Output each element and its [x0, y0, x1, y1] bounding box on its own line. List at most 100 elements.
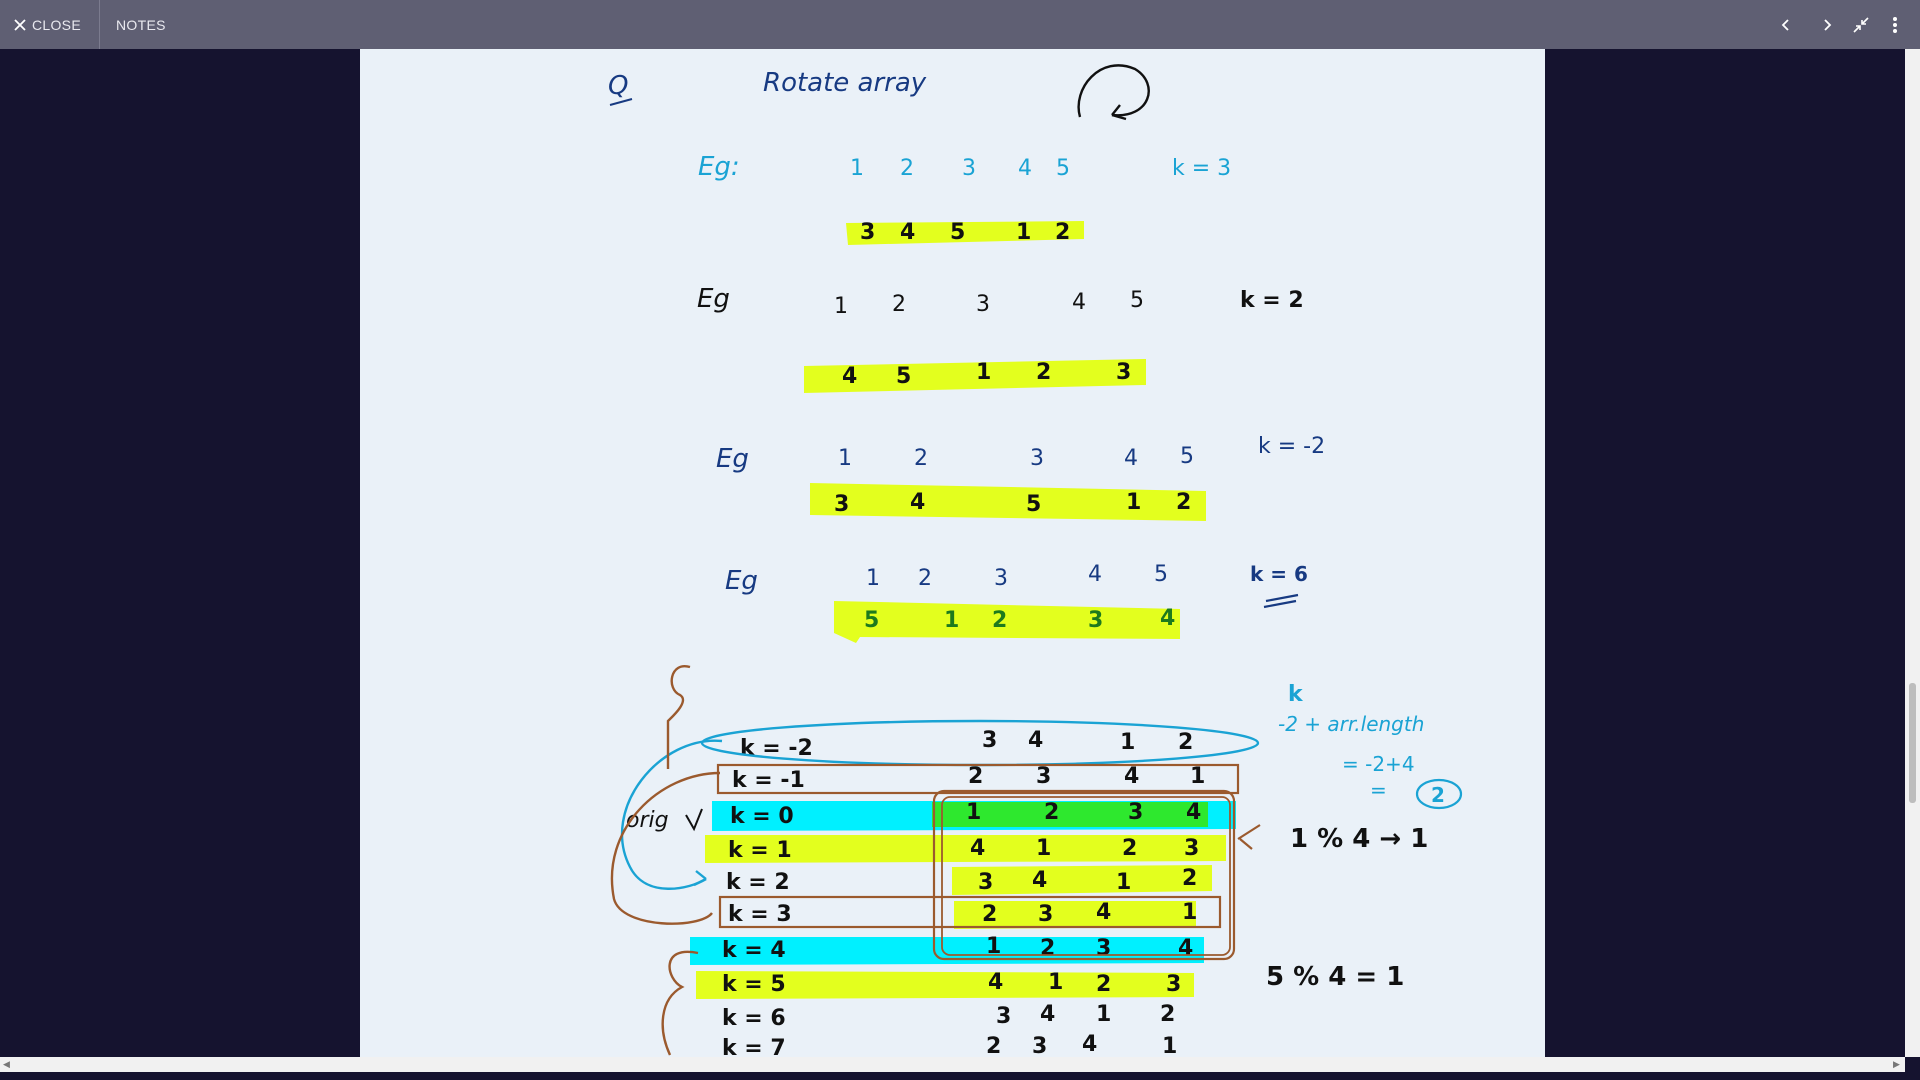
row-k6-label: k = 6 [722, 1006, 786, 1031]
ex4-in-2: 2 [918, 566, 932, 591]
row-k4-v2: 2 [1040, 936, 1055, 961]
bottom-bar [0, 1072, 1920, 1080]
row-k3-v2: 3 [1038, 902, 1053, 927]
side-formula: -2 + arr.length [1278, 712, 1424, 736]
document-viewport[interactable]: Q Rotate array Eg: 1 2 3 4 5 k = 3 3 4 5… [0, 49, 1905, 1057]
row-k2-highlight [952, 865, 1212, 895]
result-circle [1415, 778, 1463, 810]
ex3-output-highlight [810, 483, 1206, 521]
row-k-neg1-v2: 3 [1036, 764, 1051, 789]
ex1-in-1: 1 [850, 156, 864, 181]
next-page-button[interactable] [1812, 0, 1842, 49]
row-k0-v2: 2 [1044, 800, 1059, 825]
row-k2-v4: 2 [1182, 866, 1197, 891]
row-k6-v2: 4 [1040, 1002, 1055, 1027]
scroll-left-arrow-icon[interactable]: ◀ [3, 1059, 10, 1069]
previous-page-button[interactable] [1771, 0, 1801, 49]
ex1-out-5: 2 [1055, 220, 1070, 245]
scroll-right-arrow-icon[interactable]: ▶ [1893, 1059, 1900, 1069]
row-k0-v3: 3 [1128, 800, 1143, 825]
row-k-neg1-v4: 1 [1190, 764, 1205, 789]
ex4-input: 1 2 3 4 5 [866, 562, 1168, 591]
ex4-out-5: 4 [1160, 606, 1175, 631]
row-k3-v4: 1 [1182, 900, 1197, 925]
row-k5-v1: 4 [988, 970, 1003, 995]
ex1-input: 1 2 3 4 5 [850, 156, 1070, 181]
row-k4-label: k = 4 [722, 938, 786, 963]
ex4-k: k = 6 [1250, 562, 1308, 586]
brown-brace-top [666, 664, 691, 769]
row-k5-label: k = 5 [722, 972, 786, 997]
chevron-right-icon [1824, 18, 1832, 31]
ex2-in-3: 3 [976, 292, 990, 317]
row-k-neg1-label: k = -1 [732, 768, 805, 793]
row-k-neg2-v2: 4 [1028, 728, 1043, 753]
ex3-in-1: 1 [838, 446, 852, 471]
row-k7-label: k = 7 [722, 1036, 786, 1057]
side-eq2: = [1370, 778, 1387, 802]
horizontal-scrollbar[interactable]: ◀ ▶ [0, 1057, 1905, 1072]
vertical-scrollbar[interactable] [1905, 49, 1920, 1057]
ex3-out-1: 3 [834, 492, 849, 517]
ex1-output: 3 4 5 1 2 [860, 220, 1070, 245]
row-k7-v2: 3 [1032, 1034, 1047, 1057]
chevron-left-icon [1781, 18, 1789, 31]
ex3-out-2: 4 [910, 490, 925, 515]
row-k7-v4: 1 [1162, 1034, 1177, 1057]
row-k2-v3: 1 [1116, 870, 1131, 895]
ex2-in-2: 2 [892, 292, 906, 317]
viewer-toolbar: CLOSE NOTES [0, 0, 1920, 49]
row-k1-highlight [705, 835, 1226, 863]
ex1-output-highlight [846, 221, 1084, 245]
row-k7-v1: 2 [986, 1034, 1001, 1057]
row-k1-v2: 1 [1036, 836, 1051, 861]
ex1-in-2: 2 [900, 156, 914, 181]
mod-note-1: 1 % 4 → 1 [1290, 824, 1428, 854]
row-k1-v1: 4 [970, 836, 985, 861]
ex2-in-4: 4 [1072, 290, 1086, 315]
row-k-neg2-v3: 1 [1120, 730, 1135, 755]
row-k5-v4: 3 [1166, 972, 1181, 997]
side-eq1: = -2+4 [1342, 752, 1415, 776]
ex1-out-3: 5 [950, 220, 965, 245]
ex2-k: k = 2 [1240, 288, 1304, 313]
ex2-out-4: 2 [1036, 360, 1051, 385]
close-button[interactable]: CLOSE [14, 0, 81, 49]
ex2-out-1: 4 [842, 364, 857, 389]
ex4-out-2: 1 [944, 608, 959, 633]
ex2-in-5: 5 [1130, 288, 1144, 313]
row-k-neg1-v1: 2 [968, 764, 983, 789]
ex3-k: k = -2 [1258, 434, 1325, 459]
row-k0-label: k = 0 [730, 804, 794, 829]
handwritten-notes: Q Rotate array Eg: 1 2 3 4 5 k = 3 3 4 5… [608, 64, 1463, 1057]
more-vertical-icon [1893, 16, 1897, 33]
ex3-input: 1 2 3 4 5 [838, 444, 1194, 471]
ex1-k: k = 3 [1172, 156, 1231, 181]
exit-fullscreen-button[interactable] [1846, 0, 1876, 49]
exit-fullscreen-icon [1853, 16, 1869, 33]
row-k1-v4: 3 [1184, 836, 1199, 861]
side-k: k [1288, 682, 1304, 707]
rotate-arrow-icon [1077, 64, 1150, 118]
close-icon [14, 18, 26, 31]
orig-label: orig [626, 808, 669, 833]
close-label: CLOSE [32, 16, 81, 33]
more-options-button[interactable] [1880, 0, 1910, 49]
ex3-in-4: 4 [1124, 446, 1138, 471]
blue-arrow-head [693, 870, 707, 887]
rotate-arrow-head [1111, 104, 1127, 121]
ex1-out-2: 4 [900, 220, 915, 245]
row-k0-v1: 1 [966, 800, 981, 825]
k-neg1-box [716, 763, 1240, 795]
row-k1-label: k = 1 [728, 838, 792, 863]
row-k3-highlight [954, 901, 1196, 929]
toolbar-divider [99, 0, 100, 49]
ex4-output: 5 1 2 3 4 [864, 606, 1175, 633]
row-k0-v4: 4 [1186, 800, 1201, 825]
ex2-output-highlight [804, 359, 1146, 393]
ex4-output-highlight [834, 601, 1180, 643]
vertical-scroll-thumb[interactable] [1909, 683, 1916, 803]
rotation-table: k = -2 3 4 1 2 k = -1 2 3 4 1 k = 0 1 2 … [722, 728, 1205, 1057]
title-text: Rotate array [763, 68, 927, 98]
notes-button[interactable]: NOTES [116, 16, 166, 33]
